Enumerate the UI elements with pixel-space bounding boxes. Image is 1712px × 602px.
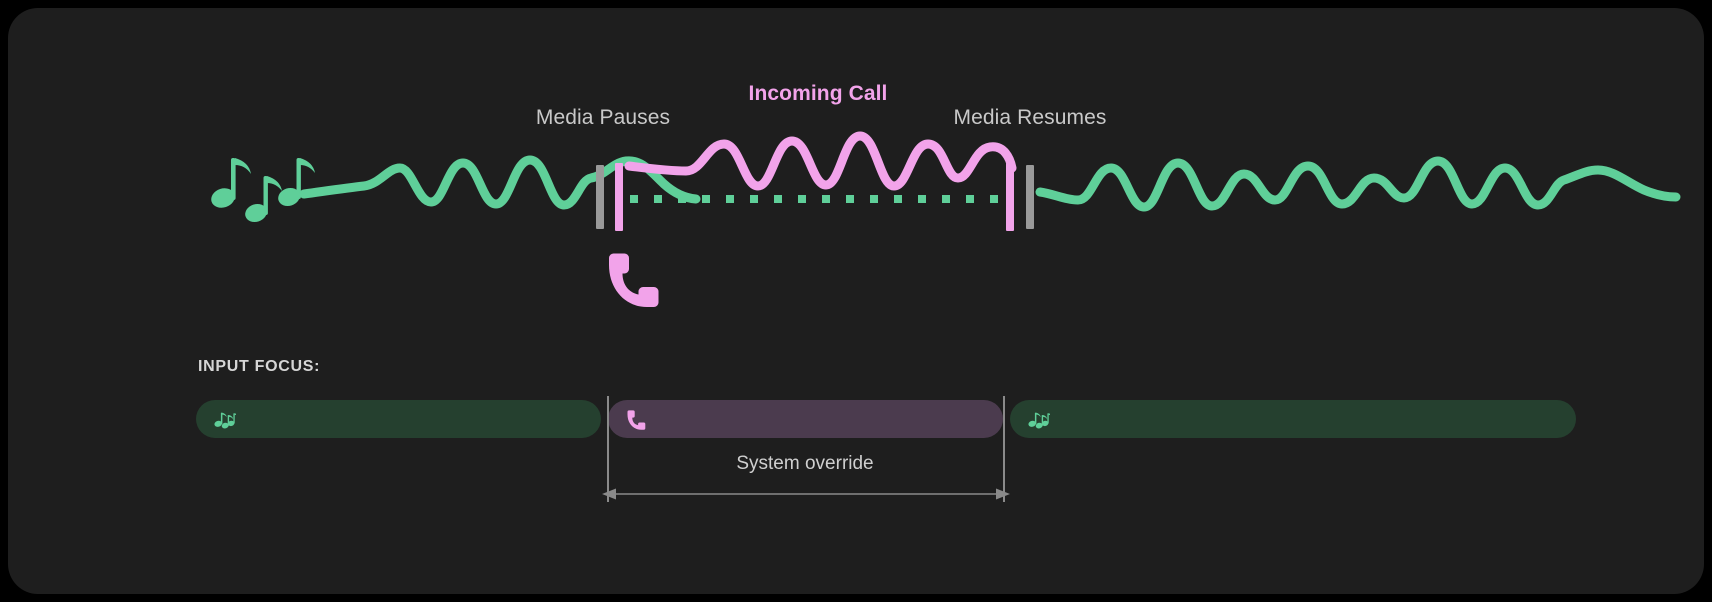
system-override-label: System override	[736, 453, 874, 474]
double-headed-arrow-icon	[602, 488, 1010, 500]
call-waveform	[624, 131, 1017, 191]
pause-marker-gray	[596, 165, 604, 229]
pause-marker-pink	[615, 163, 623, 231]
media-waveform-after	[1035, 156, 1681, 212]
label-media-resumes: Media Resumes	[953, 106, 1107, 129]
label-media-pauses: Media Pauses	[535, 106, 671, 129]
music-notes-icon	[211, 158, 315, 223]
music-notes-icon	[1028, 409, 1050, 429]
timeline-stage: Media Pauses Incoming Call Media Resumes	[8, 8, 1704, 338]
input-focus-section: INPUT FOCUS:	[8, 338, 1704, 594]
diagram-card: Media Pauses Incoming Call Media Resumes…	[8, 8, 1704, 594]
focus-pill-call[interactable]	[608, 400, 1003, 438]
override-guide-line-left	[607, 396, 609, 502]
input-focus-title: INPUT FOCUS:	[198, 358, 321, 375]
waveform-graphic	[211, 131, 1681, 307]
phone-handset-icon	[626, 408, 648, 430]
override-guide-line-right	[1003, 396, 1005, 502]
music-notes-icon	[214, 409, 236, 429]
phone-handset-icon	[609, 253, 659, 307]
media-waveform-before	[299, 155, 701, 210]
label-incoming-call: Incoming Call	[748, 82, 888, 105]
resume-marker-pink	[1006, 163, 1014, 231]
focus-pill-media-left[interactable]	[196, 400, 601, 438]
focus-pill-media-right[interactable]	[1010, 400, 1576, 438]
resume-marker-gray	[1026, 165, 1034, 229]
